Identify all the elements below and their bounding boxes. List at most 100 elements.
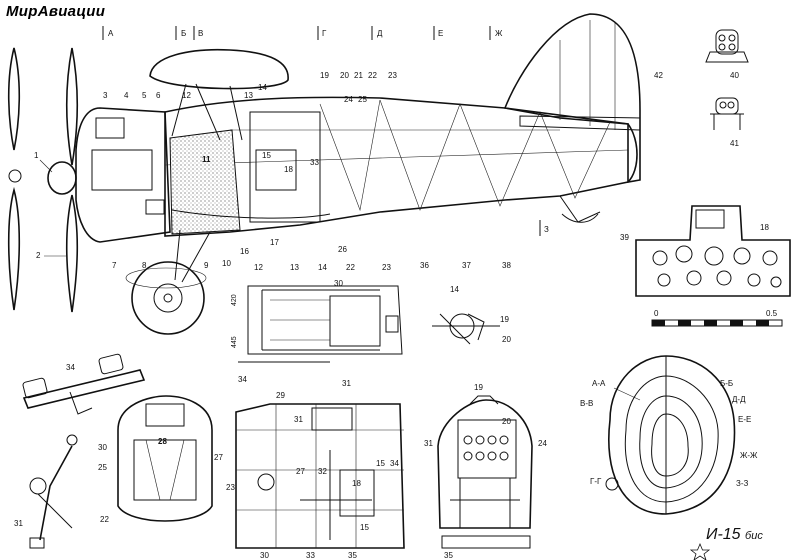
section-label-zz: З-З bbox=[736, 479, 748, 488]
front-callout-19: 19 bbox=[474, 383, 483, 392]
section-label-dd: Д-Д bbox=[732, 395, 746, 404]
logo: МирАвиации bbox=[6, 3, 105, 20]
section-label-bb: Б-Б bbox=[720, 379, 733, 388]
int-callout-18: 18 bbox=[352, 479, 361, 488]
callout-9: 9 bbox=[204, 261, 209, 270]
seat-callout-25: 25 bbox=[98, 463, 107, 472]
callout-6: 6 bbox=[156, 91, 161, 100]
callout-22: 22 bbox=[368, 71, 377, 80]
callout-16: 16 bbox=[240, 247, 249, 256]
callout-25: 25 bbox=[358, 95, 367, 104]
section-label-ee: Е-Е bbox=[738, 415, 751, 424]
dim-420: 420 bbox=[231, 294, 238, 306]
callout-10: 10 bbox=[222, 259, 231, 268]
callout-20: 20 bbox=[340, 71, 349, 80]
int-callout-33: 33 bbox=[306, 551, 315, 560]
int-callout-35: 35 bbox=[348, 551, 357, 560]
section-mark-z: З bbox=[544, 225, 549, 234]
top-callout-22: 22 bbox=[346, 263, 355, 272]
callout-33: 33 bbox=[310, 158, 319, 167]
int-callout-30: 30 bbox=[260, 551, 269, 560]
callout-41: 41 bbox=[730, 139, 739, 148]
callout-11: 11 bbox=[202, 155, 211, 164]
section-mark-v: В bbox=[198, 29, 203, 38]
section-mark-d: Д bbox=[377, 29, 383, 38]
side-view bbox=[7, 13, 641, 335]
callout-26: 26 bbox=[338, 245, 347, 254]
top-callout-31: 31 bbox=[342, 379, 351, 388]
section-mark-b: Б bbox=[181, 29, 186, 38]
interior-side-view: 29 31 23 27 32 18 15 34 15 30 33 35 bbox=[226, 391, 405, 560]
callout-42: 42 bbox=[654, 71, 663, 80]
detail-callout-20: 20 bbox=[502, 335, 511, 344]
cross-sections: А-А Б-Б В-В Д-Д Е-Е Ж-Ж Г-Г З-З bbox=[580, 355, 758, 515]
int-callout-23: 23 bbox=[226, 483, 235, 492]
scale-bar: 0 0.5 bbox=[651, 309, 783, 327]
section-mark-a: А bbox=[108, 29, 114, 38]
int-callout-31: 31 bbox=[294, 415, 303, 424]
star-icon bbox=[689, 542, 711, 560]
callout-8: 8 bbox=[142, 261, 147, 270]
section-label-aa: А-А bbox=[592, 379, 606, 388]
int-callout-32: 32 bbox=[318, 467, 327, 476]
detail-callout-19: 19 bbox=[500, 315, 509, 324]
scale-end: 0.5 bbox=[766, 309, 778, 318]
callout-2: 2 bbox=[36, 251, 41, 260]
int-callout-27: 27 bbox=[296, 467, 305, 476]
callout-24: 24 bbox=[344, 95, 353, 104]
rudder-pedals: 34 bbox=[22, 353, 146, 415]
front-callout-35: 35 bbox=[444, 551, 453, 560]
section-mark-g: Г bbox=[322, 29, 327, 38]
instrument-panel: 18 bbox=[635, 205, 791, 297]
detail-40: 40 bbox=[705, 29, 749, 80]
callout-18: 18 bbox=[284, 165, 293, 174]
logo-text: МирАвиации bbox=[6, 3, 105, 20]
section-mark-zh: Ж bbox=[495, 29, 503, 38]
callout-36: 36 bbox=[420, 261, 429, 270]
callout-18-panel: 18 bbox=[760, 223, 769, 232]
top-callout-14: 14 bbox=[318, 263, 327, 272]
control-stick: 31 bbox=[14, 434, 78, 549]
callout-5: 5 bbox=[142, 91, 147, 100]
stick-callout-31: 31 bbox=[14, 519, 23, 528]
callout-17: 17 bbox=[270, 238, 279, 247]
callout-3: 3 bbox=[103, 91, 108, 100]
detail-callout-14: 14 bbox=[450, 285, 459, 294]
callout-38: 38 bbox=[502, 261, 511, 270]
top-callout-30: 30 bbox=[334, 279, 343, 288]
aircraft-name: И-15 bbox=[706, 526, 741, 543]
scale-start: 0 bbox=[654, 309, 659, 318]
int-callout-15b: 15 bbox=[360, 523, 369, 532]
aircraft-title: И-15 бис bbox=[706, 526, 763, 544]
callout-12: 12 bbox=[182, 91, 191, 100]
seat-callout-28: 28 bbox=[158, 437, 167, 446]
top-view: 420 445 12 13 14 22 23 30 34 31 bbox=[231, 263, 403, 388]
front-callout-24: 24 bbox=[538, 439, 547, 448]
callout-23: 23 bbox=[388, 71, 397, 80]
section-label-gg: Г-Г bbox=[590, 477, 602, 486]
int-callout-29: 29 bbox=[276, 391, 285, 400]
callout-7: 7 bbox=[112, 261, 117, 270]
side-view-callouts: 1 2 3 4 5 6 7 8 9 10 11 12 13 14 15 16 1… bbox=[34, 71, 663, 270]
section-mark-e: Е bbox=[438, 29, 443, 38]
top-callout-12: 12 bbox=[254, 263, 263, 272]
seat-callout-27: 27 bbox=[214, 453, 223, 462]
callout-15: 15 bbox=[262, 151, 271, 160]
front-callout-31: 31 bbox=[424, 439, 433, 448]
callout-39: 39 bbox=[620, 233, 629, 242]
int-callout-34: 34 bbox=[390, 459, 399, 468]
seat-detail: 28 30 25 22 27 bbox=[98, 395, 223, 524]
top-callout-34: 34 bbox=[238, 375, 247, 384]
section-label-zhzh: Ж-Ж bbox=[740, 451, 758, 460]
section-marks-top: А Б В Г Д Е Ж З bbox=[102, 26, 549, 236]
pedal-callout-34: 34 bbox=[66, 363, 75, 372]
callout-40: 40 bbox=[730, 71, 739, 80]
detail-control-linkage: 14 19 20 bbox=[432, 285, 511, 345]
int-callout-15: 15 bbox=[376, 459, 385, 468]
seat-callout-30: 30 bbox=[98, 443, 107, 452]
callout-37: 37 bbox=[462, 261, 471, 270]
section-label-vv: В-В bbox=[580, 399, 593, 408]
detail-41: 41 bbox=[710, 97, 744, 148]
callout-19: 19 bbox=[320, 71, 329, 80]
